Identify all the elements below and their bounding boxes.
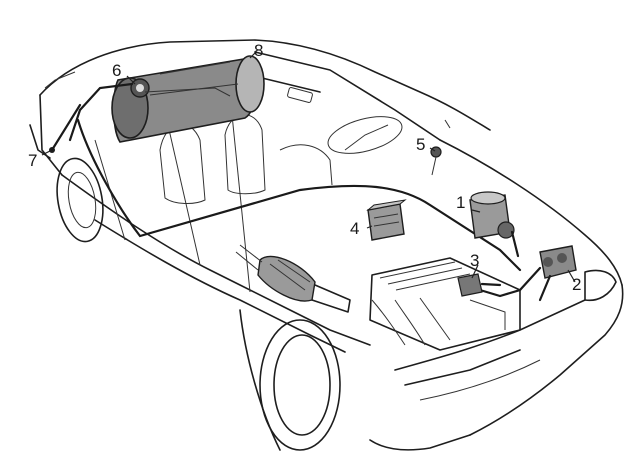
callout-labels: 1 2 3 4 5 6 7 8: [28, 41, 581, 294]
multivalve: [68, 78, 231, 142]
callout-1: 1: [456, 193, 465, 212]
gas-manifold: [457, 273, 502, 297]
front-wheel: [239, 309, 341, 451]
fuel-line: [76, 118, 522, 272]
ecu-unit: [366, 199, 407, 241]
exhaust-assembly: [235, 244, 351, 313]
callout-7: 7: [28, 151, 37, 170]
reducer-vaporizer: [469, 191, 520, 258]
filler-valve: [49, 103, 82, 153]
rear-wheel: [56, 157, 104, 243]
callout-5: 5: [416, 135, 425, 154]
leader-lines: [41, 51, 576, 283]
callout-6: 6: [112, 61, 121, 80]
callout-8: 8: [254, 41, 263, 60]
callout-4: 4: [350, 219, 359, 238]
callout-3: 3: [470, 251, 479, 270]
selector-switch: [430, 146, 442, 176]
injector-rail: [478, 245, 577, 302]
callout-2: 2: [572, 275, 581, 294]
engine: [369, 257, 521, 351]
gas-tank: [111, 55, 265, 143]
